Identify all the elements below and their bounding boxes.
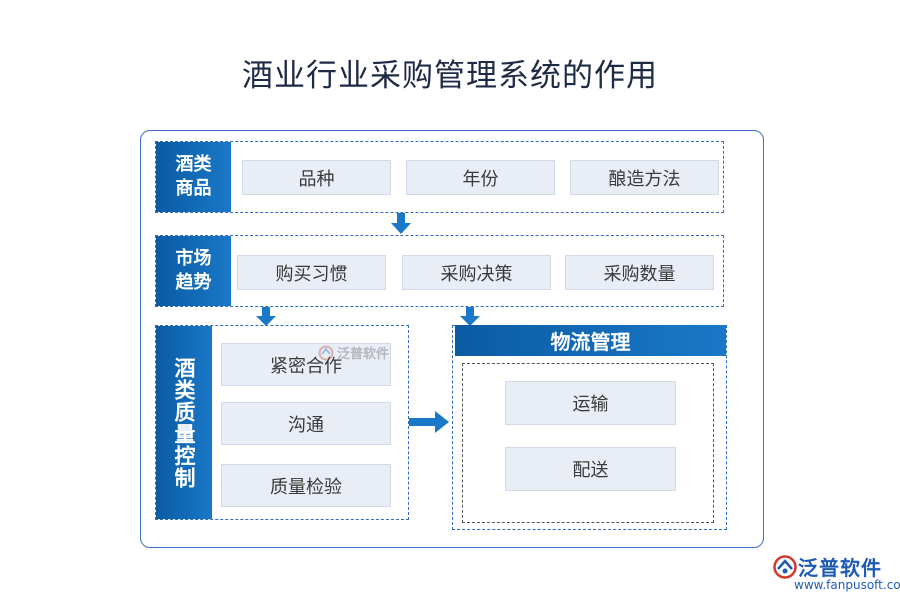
brand-name: 泛普软件 [798,556,882,580]
page-title: 酒业行业采购管理系统的作用 [242,58,658,94]
market-group [155,235,724,307]
quality-label: 酒类质量控制 [156,326,212,519]
quality-group [155,325,409,520]
product-item-variety: 品种 [242,160,391,195]
watermark-text: 泛普软件 [337,347,390,362]
quality-item-inspection: 质量检验 [221,464,391,507]
products-group [155,141,724,213]
logistics-item-delivery: 配送 [505,447,676,491]
market-item-purchase-decision: 采购决策 [402,255,551,290]
market-item-purchase-quantity: 采购数量 [565,255,714,290]
brand-logo: 泛普软件 www.fanpusoft.com [772,550,900,596]
logistics-inner-group [462,363,714,523]
arrow-down-icon [460,307,480,326]
diagram-frame [140,130,764,548]
quality-item-communication: 沟通 [221,402,391,445]
arrow-down-icon [391,213,411,234]
arrow-down-icon [256,307,276,326]
market-label: 市场 趋势 [156,236,231,306]
fanpu-logo-icon [318,345,334,360]
product-item-vintage: 年份 [406,160,555,195]
quality-item-cooperation: 紧密合作 [221,343,391,386]
brand-url: www.fanpusoft.com [794,578,900,592]
product-item-brewing-method: 酿造方法 [570,160,719,195]
logistics-label: 物流管理 [455,325,726,356]
fanpu-logo-icon [773,555,797,579]
arrow-right-icon [409,411,449,433]
watermark: 泛普软件 [318,343,389,362]
logistics-item-transport: 运输 [505,381,676,425]
products-label: 酒类 商品 [156,142,231,212]
market-item-buying-habits: 购买习惯 [237,255,386,290]
